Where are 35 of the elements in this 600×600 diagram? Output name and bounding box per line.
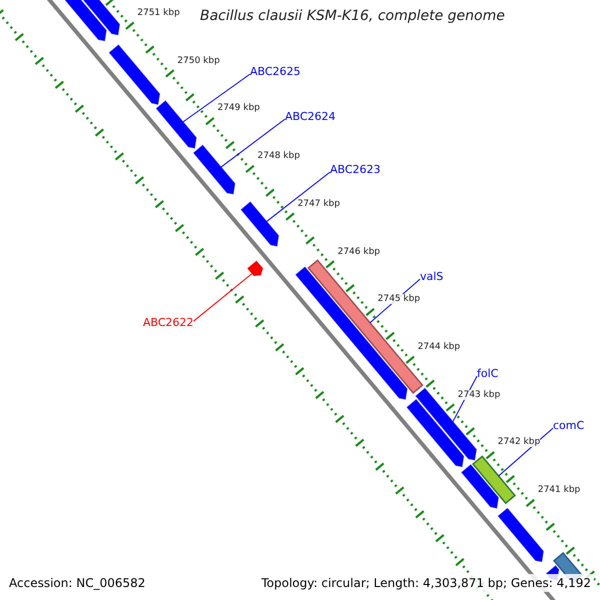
gene-block [193, 144, 236, 194]
scale-label: 2746 kbp [338, 246, 380, 257]
gene-label: comC [553, 419, 584, 432]
leader-line [193, 273, 252, 322]
genome-summary-text: Topology: circular; Length: 4,303,871 bp; Genes: 4,192 [258, 574, 594, 592]
scale-label: 2749 kbp [217, 103, 260, 114]
scale-label: 2748 kbp [258, 151, 300, 162]
gene-block [156, 100, 197, 148]
scale-label: 2744 kbp [418, 342, 460, 352]
gene-label: ABC2624 [285, 110, 336, 123]
leader-line [182, 74, 250, 122]
gene-block [461, 464, 499, 508]
gene-label: valS [420, 270, 444, 283]
gene-block [498, 508, 544, 562]
scale-label: 2750 kbp [177, 56, 220, 66]
gene-marker [247, 260, 263, 276]
gene-label: ABC2625 [250, 65, 301, 78]
gene-bar [472, 455, 516, 504]
scale-label: 2747 kbp [298, 198, 340, 209]
title: Bacillus clausii KSM-K16, complete genome [200, 8, 505, 24]
gene-label: folC [477, 367, 498, 380]
gene-block [406, 399, 464, 468]
leader-line [220, 118, 286, 168]
scale-label: 2741 kbp [538, 485, 580, 496]
scale-label: 2742 kbp [498, 437, 540, 448]
scale-label: 2751 kbp [137, 8, 180, 18]
gene-block [108, 44, 160, 105]
gene-label: ABC2622 [143, 316, 194, 329]
leader-line [266, 172, 330, 222]
scale-label: 2743 kbp [458, 390, 500, 400]
gene-label: ABC2623 [330, 163, 381, 176]
scale-label: 2745 kbp [378, 294, 420, 304]
gene-block [240, 201, 279, 246]
accession-text: Accession: NC_006582 [9, 576, 146, 590]
leader-line [498, 428, 554, 476]
